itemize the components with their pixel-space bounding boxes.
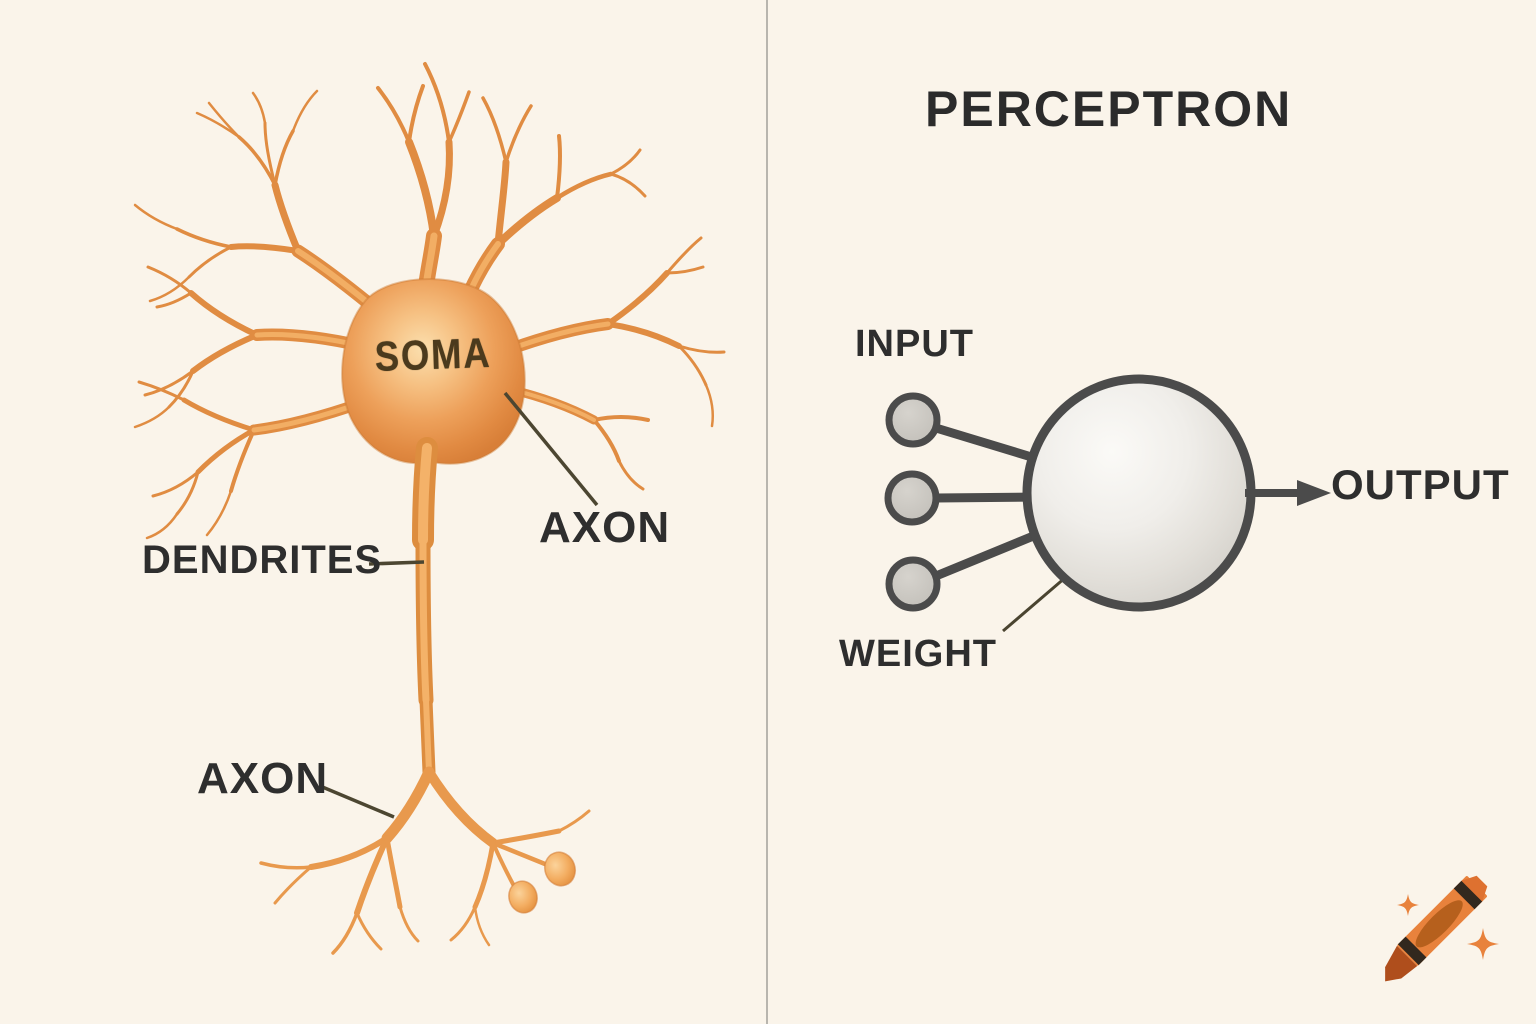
- neuron-body-circle: [1022, 374, 1256, 612]
- output-arrow: [1245, 480, 1331, 506]
- crayon-logo: [1385, 875, 1499, 982]
- axon-lower-connector-line: [319, 784, 395, 819]
- input-node-3: [885, 556, 941, 612]
- output-label: OUTPUT: [1331, 461, 1510, 508]
- weight-label: WEIGHT: [839, 633, 997, 675]
- crayon-stripe: [1453, 880, 1483, 910]
- input-node-1: [885, 392, 941, 448]
- axon-stalk: [412, 437, 438, 779]
- perceptron-title: PERCEPTRON: [925, 81, 1293, 137]
- crayon-tip: [1385, 945, 1418, 982]
- neuron-drawing: [133, 62, 726, 955]
- output-arrowhead: [1297, 480, 1331, 506]
- soma-shape: [341, 278, 526, 465]
- dendrites-label: DENDRITES: [142, 538, 383, 582]
- axon-lower-label: AXON: [197, 754, 329, 803]
- axon-terminals-group: [259, 766, 591, 955]
- perceptron-drawing: [884, 374, 1331, 633]
- crayon-butt-cap: [1461, 875, 1488, 902]
- axon-upper-connector-line: [503, 391, 599, 507]
- crayon-stripe: [1397, 936, 1427, 966]
- input-label: INPUT: [855, 323, 974, 365]
- sparkle-icon: [1467, 928, 1499, 960]
- axon-upper-label: AXON: [539, 503, 671, 552]
- crayon-label-oval: [1415, 900, 1463, 948]
- soma-label: SOMA: [373, 328, 493, 380]
- panel-divider: [766, 0, 768, 1024]
- sparkle-icon: [1397, 894, 1419, 916]
- axon-terminal-bulbs: [508, 851, 576, 914]
- input-connection-line-3: [931, 525, 1053, 581]
- input-node-2: [884, 470, 940, 526]
- weight-connector-line: [1002, 575, 1067, 633]
- dendrites-connector-line: [368, 560, 425, 566]
